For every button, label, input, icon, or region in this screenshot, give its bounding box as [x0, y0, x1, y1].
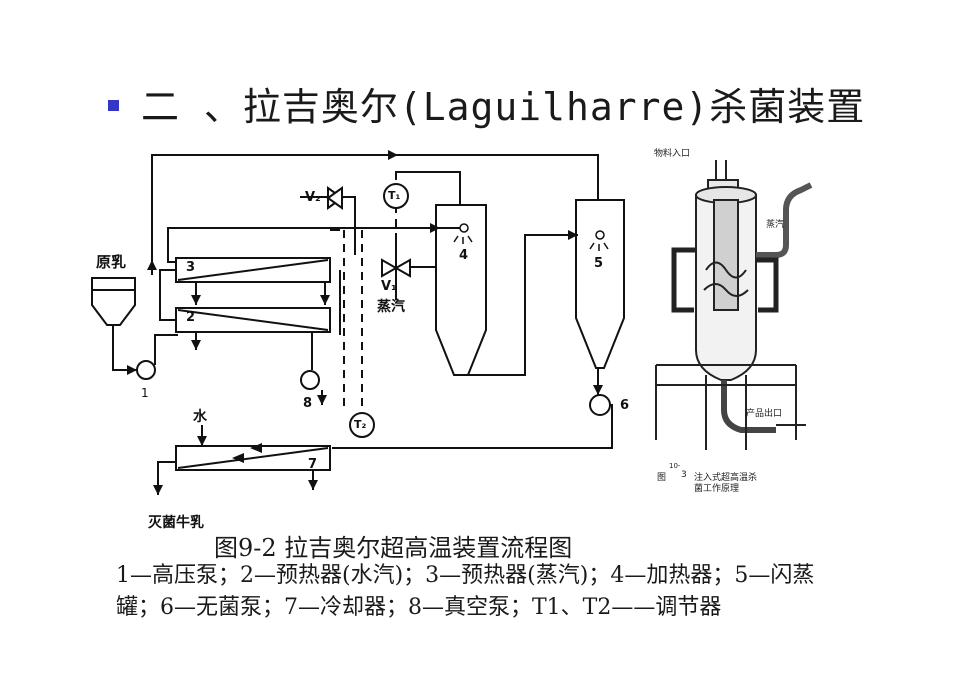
pipe-cooler-out: [157, 461, 176, 495]
flash-tank-5: [575, 199, 625, 369]
label-2: 2: [186, 310, 196, 325]
label-5: 5: [594, 256, 604, 271]
valve-v1: [381, 258, 399, 278]
pump-6: [589, 394, 611, 416]
controller-t2: [349, 412, 375, 438]
label-water: 水: [193, 409, 207, 425]
vacuum-pump-8: [300, 370, 320, 390]
label-4: 4: [459, 248, 469, 263]
pipe-tank-pump1: [112, 325, 137, 371]
inset-fig-caption-1: 注入式超高温杀: [694, 473, 758, 483]
label-t2: T₂: [354, 418, 367, 431]
figure-legend: 1—高压泵；2—预热器(水汽)；3—预热器(蒸汽)；4—加热器；5—闪蒸罐；6—…: [116, 563, 815, 620]
pipe-4-to-5: [468, 234, 578, 376]
inset-fig-prefix: 图: [657, 473, 667, 483]
figure-caption: 图9-2 拉吉奥尔超高温装置流程图: [214, 534, 573, 562]
pipe-pump1-preheater2: [154, 334, 178, 365]
bullet-icon: [108, 100, 119, 111]
inset-fig-caption-2: 菌工作原理: [694, 484, 740, 494]
cooler-7: [175, 445, 331, 471]
label-8: 8: [303, 396, 313, 411]
label-sterile-milk: 灭菌牛乳: [148, 515, 204, 531]
label-v2: V₂: [305, 190, 321, 205]
pipe-top-loop: [151, 154, 599, 275]
inset-label-steam: 蒸汽: [766, 220, 785, 230]
pump-1: [136, 360, 156, 380]
label-1: 1: [141, 386, 149, 400]
title-row: 二 、拉吉奥尔(Laguilharre)杀菌装置: [108, 76, 865, 131]
label-steam: 蒸汽: [377, 299, 405, 315]
pipe-3-to-heater: [167, 227, 460, 263]
controller-t1: [383, 183, 409, 209]
pipe-2-to-3: [159, 269, 176, 321]
inset-label-outlet: 产品出口: [746, 409, 783, 419]
label-3: 3: [186, 260, 196, 275]
label-6: 6: [620, 398, 630, 413]
inset-fig-super: 10-: [669, 462, 681, 470]
label-t1: T₁: [388, 189, 401, 202]
label-raw-milk: 原乳: [96, 253, 127, 271]
raw-milk-tank: [91, 277, 136, 326]
slide-title: 二 、拉吉奥尔(Laguilharre)杀菌装置: [141, 85, 866, 129]
injection-sterilizer-illustration: [655, 160, 813, 450]
label-v1: V₁: [381, 279, 397, 294]
inset-fig-num: 3: [681, 470, 687, 480]
t1-link: [395, 171, 461, 205]
label-7: 7: [308, 457, 318, 472]
inset-label-inlet: 物料入口: [654, 149, 691, 159]
pipe-6-to-cooler: [332, 404, 613, 449]
